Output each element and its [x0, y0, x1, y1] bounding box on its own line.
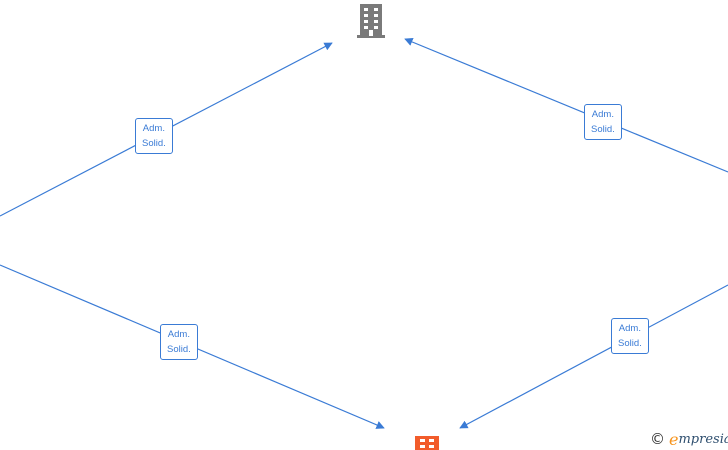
edge-right-upper[interactable] [404, 37, 728, 173]
edge-label-line: Solid. [167, 344, 191, 355]
edge-label-line: Solid. [591, 124, 615, 135]
edge-right-lower[interactable] [459, 284, 728, 429]
edge-label-left-upper[interactable]: Adm. Solid. [135, 118, 173, 154]
edge-label-line: Solid. [618, 338, 642, 349]
building-icon[interactable] [355, 2, 387, 38]
edge-label-line: Adm. [142, 123, 165, 134]
edge-label-line: Solid. [142, 138, 166, 149]
edge-label-right-lower[interactable]: Adm. Solid. [611, 318, 649, 354]
edge-label-line: Adm. [591, 109, 614, 120]
edge-label-right-upper[interactable]: Adm. Solid. [584, 104, 622, 140]
copyright-symbol: © [650, 430, 665, 448]
brand-logo-text: mpresia [678, 431, 728, 447]
building-icon[interactable] [414, 434, 440, 450]
brand-logo-initial: e [669, 429, 679, 449]
edge-label-line: Adm. [167, 329, 190, 340]
edge-label-left-lower[interactable]: Adm. Solid. [160, 324, 198, 360]
edge-label-line: Adm. [618, 323, 641, 334]
